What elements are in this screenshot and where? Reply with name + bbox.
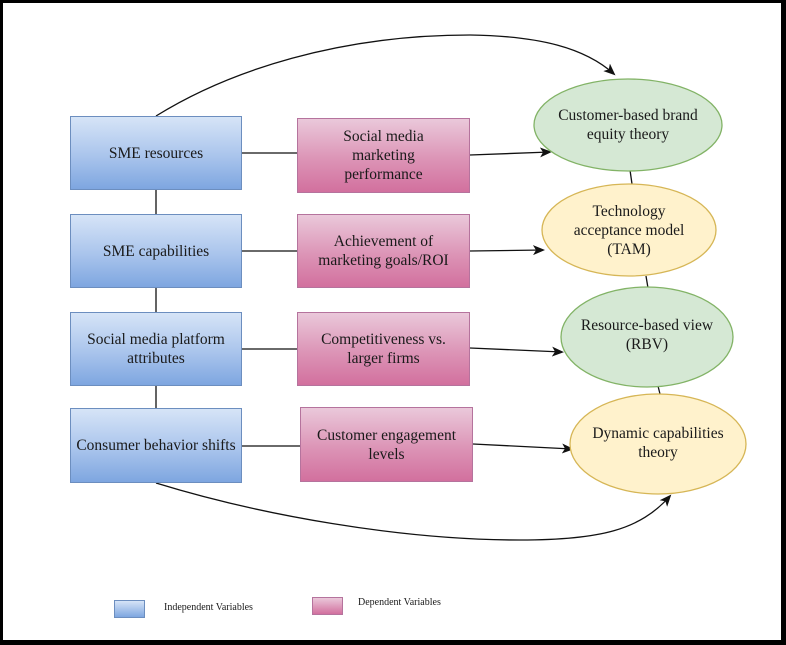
legend-swatch-dependent	[312, 597, 343, 615]
theory-label-tam: Technology acceptance model (TAM)	[573, 202, 685, 258]
theory-node-dynamic	[569, 393, 747, 495]
node-label: Social media marketing performance	[343, 128, 424, 183]
node-label: Achievement of marketing goals/ROI	[318, 233, 449, 269]
arrow-dep1-theory1	[469, 147, 552, 158]
dependent-node-marketing-goals: Achievement of marketing goals/ROI	[297, 214, 470, 288]
independent-node-sme-resources: SME resources	[70, 116, 242, 190]
independent-node-consumer-behavior: Consumer behavior shifts	[70, 408, 242, 483]
connector-theory-3-4	[657, 385, 661, 395]
independent-node-sme-capabilities: SME capabilities	[70, 214, 242, 288]
legend-swatch-independent	[114, 600, 145, 618]
curved-arrow-consumer-to-dynamic	[155, 482, 672, 541]
legend-label-independent: Independent Variables	[164, 602, 253, 613]
node-label: Customer engagement levels	[316, 426, 457, 463]
node-label: SME resources	[108, 144, 204, 162]
theory-label-brand-equity: Customer-based brand equity theory	[558, 107, 698, 143]
theory-node-brand-equity	[533, 78, 723, 172]
dependent-node-customer-engagement: Customer engagement levels	[300, 407, 473, 482]
theory-node-tam	[541, 183, 717, 277]
connector-theory-2-3	[645, 275, 649, 289]
node-label: Social media platform attributes	[87, 331, 225, 367]
arrow-dep3-theory3	[469, 346, 564, 357]
theory-label-rbv: Resource-based view (RBV)	[580, 317, 714, 353]
node-label: SME capabilities	[102, 242, 210, 260]
node-label: Consumer behavior shifts	[76, 437, 236, 454]
dependent-node-smm-performance: Social media marketing performance	[297, 118, 470, 193]
independent-node-platform-attributes: Social media platform attributes	[70, 312, 242, 386]
theory-node-rbv	[560, 286, 734, 388]
arrow-dep4-theory4	[472, 443, 574, 454]
theory-label-dynamic: Dynamic capabilities theory	[592, 425, 724, 461]
arrow-dep2-theory2	[469, 245, 545, 256]
dependent-node-competitiveness: Competitiveness vs. larger firms	[297, 312, 470, 386]
legend-label-dependent: Dependent Variables	[358, 597, 441, 608]
curved-arrow-resources-to-brand-equity	[155, 34, 616, 117]
connector-theory-1-2	[629, 169, 633, 185]
node-label: Competitiveness vs. larger firms	[321, 331, 446, 367]
